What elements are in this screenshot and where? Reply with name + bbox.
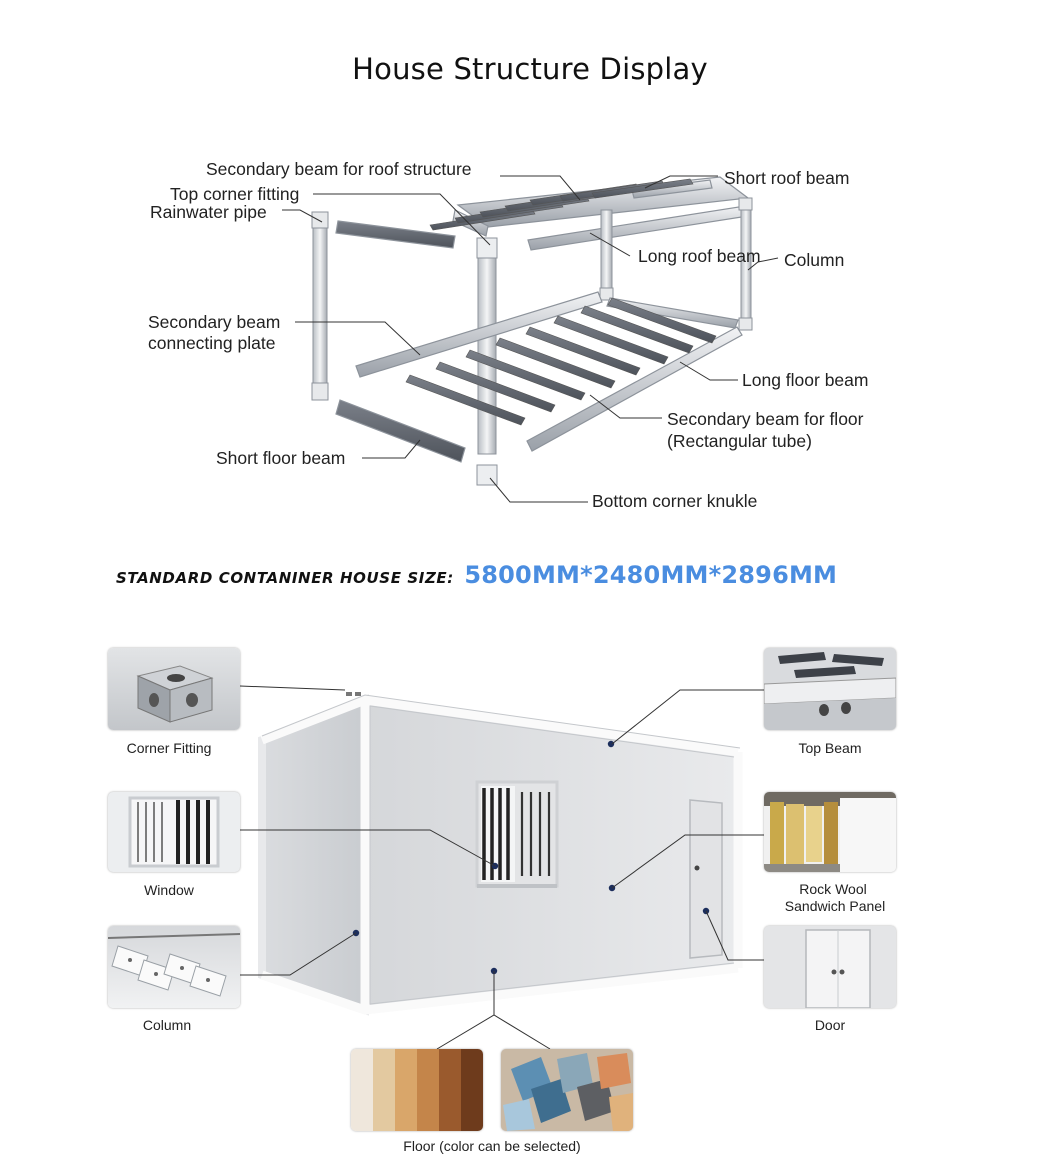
size-row: STANDARD CONTANINER HOUSE SIZE: 5800MM*2… <box>116 561 837 589</box>
window-image <box>108 792 240 872</box>
label-rectangular-tube: (Rectangular tube) <box>667 431 812 451</box>
label-connecting-plate: connecting plate <box>148 333 276 353</box>
corner-fitting-image <box>108 648 240 730</box>
caption-sandwich-panel: Sandwich Panel <box>784 898 886 914</box>
label-long-roof-beam: Long roof beam <box>638 246 761 266</box>
label-bottom-corner-knukle: Bottom corner knukle <box>592 491 758 511</box>
label-long-floor-beam: Long floor beam <box>742 370 869 390</box>
caption-top-beam: Top Beam <box>798 740 862 756</box>
column-image <box>108 926 240 1008</box>
caption-floor: Floor (color can be selected) <box>403 1138 581 1154</box>
label-secondary-roof-beam: Secondary beam for roof structure <box>206 159 472 179</box>
door-image <box>764 926 896 1008</box>
caption-rock-wool: Rock Wool <box>799 881 867 897</box>
rock-wool-panel-image <box>764 792 896 872</box>
label-rainwater-pipe: Rainwater pipe <box>150 202 267 222</box>
label-column: Column <box>784 250 845 270</box>
label-short-floor-beam: Short floor beam <box>216 448 346 468</box>
caption-column: Column <box>142 1017 192 1033</box>
page-title: House Structure Display <box>352 52 708 86</box>
floor-color-image <box>501 1049 633 1131</box>
label-secondary-floor-beam: Secondary beam for floor <box>667 409 864 429</box>
size-label: STANDARD CONTANINER HOUSE SIZE: <box>116 569 454 587</box>
label-top-corner-fitting: Top corner fitting <box>170 184 300 204</box>
caption-door: Door <box>814 1017 846 1033</box>
label-short-roof-beam: Short roof beam <box>724 168 850 188</box>
size-value: 5800MM*2480MM*2896MM <box>464 561 838 589</box>
label-secondary-beam: Secondary beam <box>148 312 281 332</box>
top-beam-image <box>764 648 896 730</box>
caption-window: Window <box>144 882 194 898</box>
floor-wood-image <box>351 1049 483 1131</box>
caption-corner-fitting: Corner Fitting <box>126 740 212 756</box>
